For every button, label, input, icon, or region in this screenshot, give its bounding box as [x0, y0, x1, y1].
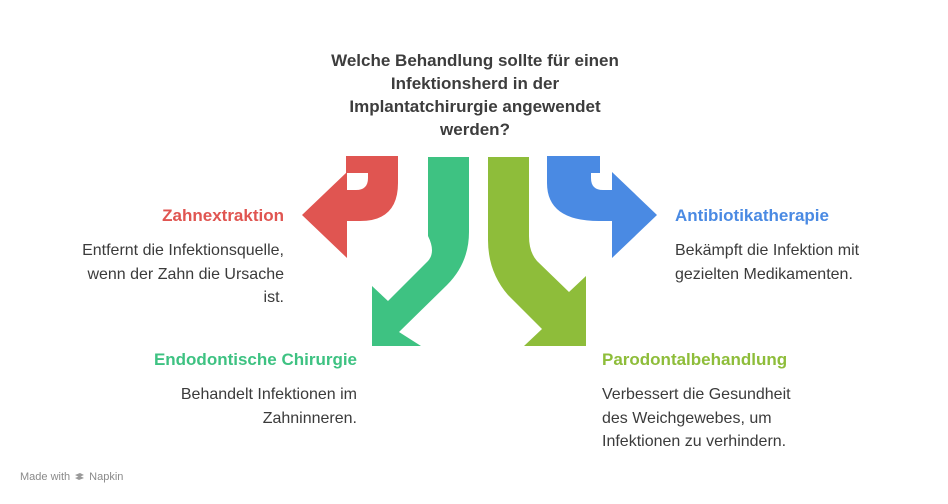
- question-line: Implantatchirurgie angewendet: [349, 97, 601, 116]
- antibiotika-title: Antibiotikatherapie: [675, 206, 829, 225]
- green-arrow: [372, 157, 469, 346]
- description-line: Verbessert die Gesundheit: [602, 386, 791, 403]
- description-line: gezielten Medikamenten.: [675, 265, 853, 283]
- description-line: wenn der Zahn die Ursache: [87, 265, 284, 283]
- blue-arrow: [547, 156, 657, 258]
- question-line: Infektionsherd in der: [390, 74, 560, 93]
- description-line: Behandelt Infektionen im: [180, 386, 357, 403]
- description-line: ist.: [263, 289, 284, 306]
- napkin-logo-icon: [74, 472, 85, 483]
- description-line: Bekämpft die Infektion mit: [675, 242, 860, 259]
- description-line: Entfernt die Infektionsquelle,: [82, 242, 284, 259]
- endodontie-description: Behandelt Infektionen im Zahninneren.: [181, 383, 357, 430]
- description-line: Zahninneren.: [262, 409, 357, 427]
- parodontal-title: Parodontalbehandlung: [602, 350, 788, 369]
- zahnextraktion-title: Zahnextraktion: [162, 206, 284, 225]
- napkin-brand-label: Napkin: [89, 471, 124, 483]
- made-with-label: Made with: [20, 471, 71, 483]
- description-line: des Weichgewebes, um: [602, 409, 772, 427]
- endodontie-title: Endodontische Chirurgie: [153, 350, 357, 369]
- question-title: Welche Behandlung sollte für einen Infek…: [300, 49, 650, 141]
- antibiotika-description: Bekämpft die Infektion mit gezielten Med…: [675, 239, 859, 286]
- parodontal-description: Verbessert die Gesundheit des Weichgeweb…: [602, 383, 791, 454]
- question-line: Welche Behandlung sollte für einen: [331, 51, 619, 70]
- olive-arrow: [488, 157, 586, 346]
- zahnextraktion-description: Entfernt die Infektionsquelle, wenn der …: [82, 239, 284, 310]
- description-line: Infektionen zu verhindern.: [602, 433, 787, 450]
- question-line: werden?: [440, 120, 510, 139]
- made-with-napkin[interactable]: Made with Napkin: [20, 471, 123, 483]
- red-arrow: [302, 156, 398, 258]
